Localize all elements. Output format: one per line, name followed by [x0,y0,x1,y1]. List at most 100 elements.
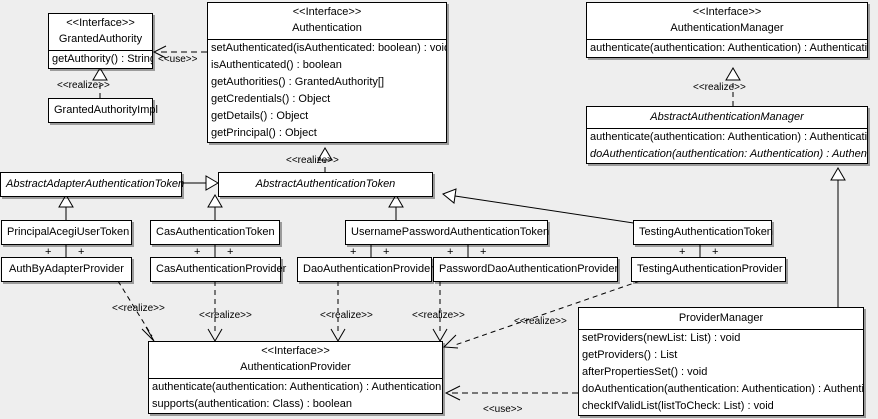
stereotype-label: <<Interface>> [261,345,330,357]
class-cas-authentication-token[interactable]: CasAuthenticationToken [150,220,280,245]
class-members: setProviders(newList: List) : void getPr… [579,330,863,415]
class-members: authenticate(authentication: Authenticat… [587,129,867,163]
class-testing-authentication-provider[interactable]: TestingAuthenticationProvider [631,257,786,282]
member-row: isAuthenticated() : boolean [211,59,342,71]
class-header: CasAuthenticationToken [151,221,279,244]
class-auth-by-adapter-provider[interactable]: AuthByAdapterProvider [1,257,132,282]
class-password-dao-authentication-provider[interactable]: PasswordDaoAuthenticationProvider [433,257,618,282]
class-authentication-manager[interactable]: <<Interface>> AuthenticationManager auth… [586,2,868,58]
class-header: PrincipalAcegiUserToken [2,221,131,244]
class-name: PasswordDaoAuthenticationProvider [439,263,619,275]
class-members: setAuthenticated(isAuthenticated: boolea… [208,40,446,142]
member-row: doAuthentication(authentication: Authent… [590,148,867,160]
member-row: doAuthentication(authentication: Authent… [582,383,863,395]
relationship-label-realize-abstract-token: <<realize>> [286,155,339,166]
class-header: CasAuthenticationProvider [151,258,287,281]
class-name: AuthenticationManager [670,22,784,34]
association-marker: + [447,246,454,258]
class-name: DaoAuthenticationProvider [303,263,434,275]
association-marker: + [350,246,357,258]
member-row: setAuthenticated(isAuthenticated: boolea… [211,42,446,54]
member-row: afterPropertiesSet() : void [582,366,708,378]
member-row: setProviders(newList: List) : void [582,332,741,344]
class-header: TestingAuthenticationProvider [632,258,785,281]
class-dao-authentication-provider[interactable]: DaoAuthenticationProvider [297,257,434,282]
relationship-label-realize-testing-provider: <<realize>> [514,316,567,327]
association-marker: + [78,246,85,258]
class-header: AbstractAdapterAuthenticationToken [1,173,185,196]
association-marker: + [679,246,686,258]
association-marker: + [45,246,52,258]
member-row: getAuthority() : String [52,53,152,65]
relationship-label-realize-password-dao-provider: <<realize>> [412,310,465,321]
relationship-label-realize-abstract-manager: <<realize>> [693,82,746,93]
class-header: <<Interface>> AuthenticationProvider [149,342,442,379]
stereotype-label: <<Interface>> [66,17,135,29]
class-testing-authentication-token[interactable]: TestingAuthenticationToken [633,220,773,245]
class-members: authenticate(authentication: Authenticat… [587,40,867,57]
relationship-label-use-granted-authority: <<use>> [158,54,198,65]
class-header: <<Interface>> GrantedAuthority [49,14,152,51]
class-members: authenticate(authentication: Authenticat… [149,379,442,413]
member-row: getCredentials() : Object [211,93,331,105]
member-row: checkIfValidList(listToCheck: List) : vo… [582,400,774,412]
class-granted-authority-impl[interactable]: GrantedAuthorityImpl [48,98,158,123]
class-header: UsernamePasswordAuthenticationToken [346,221,550,244]
stereotype-label: <<Interface>> [692,6,762,18]
relationship-label-realize-cas-provider: <<realize>> [199,310,252,321]
relationship-label-realize-granted-authority-impl: <<realize>> [57,80,110,91]
class-name: TestingAuthenticationProvider [637,263,783,275]
class-header: GrantedAuthorityImpl [49,99,158,122]
class-header: AuthByAdapterProvider [2,258,131,281]
class-name: AbstractAdapterAuthenticationToken [6,178,185,190]
class-name: AbstractAuthenticationManager [650,111,804,123]
class-header: AbstractAuthenticationManager [587,107,867,129]
class-header: DaoAuthenticationProvider [298,258,434,281]
relationship-label-use-provider-manager: <<use>> [483,404,523,415]
stereotype-label: <<Interface>> [292,6,362,18]
relationship-label-realize-auth-by-adapter: <<realize>> [112,303,165,314]
member-row: getAuthorities() : GrantedAuthority[] [211,76,385,88]
class-name: UsernamePasswordAuthenticationToken [351,226,550,238]
class-principal-acegi-user-token[interactable]: PrincipalAcegiUserToken [1,220,132,245]
class-name: CasAuthenticationToken [156,226,275,238]
class-name: GrantedAuthority [58,33,143,45]
class-name: AbstractAuthenticationToken [255,178,396,190]
class-name: TestingAuthenticationToken [639,226,773,238]
class-abstract-authentication-token[interactable]: AbstractAuthenticationToken [218,172,433,197]
class-name: PrincipalAcegiUserToken [7,226,130,238]
member-row: getPrincipal() : Object [211,127,317,139]
class-authentication-provider[interactable]: <<Interface>> AuthenticationProvider aut… [148,341,443,414]
class-name: GrantedAuthorityImpl [54,104,158,116]
class-granted-authority[interactable]: <<Interface>> GrantedAuthority getAuthor… [48,13,153,69]
class-abstract-adapter-authentication-token[interactable]: AbstractAdapterAuthenticationToken [0,172,185,197]
member-row: authenticate(authentication: Authenticat… [590,131,867,143]
association-marker: + [383,246,390,258]
member-row: authenticate(authentication: Authenticat… [590,42,867,54]
class-name: Authentication [292,22,362,34]
class-header: PasswordDaoAuthenticationProvider [434,258,619,281]
class-authentication[interactable]: <<Interface>> Authentication setAuthenti… [207,2,447,143]
class-header: TestingAuthenticationToken [634,221,773,244]
class-header: ProviderManager [579,308,863,330]
association-marker: + [227,246,234,258]
class-name: AuthenticationProvider [240,361,351,373]
member-row: getProviders() : List [582,349,678,361]
class-header: AbstractAuthenticationToken [219,173,432,196]
class-username-password-authentication-token[interactable]: UsernamePasswordAuthenticationToken [345,220,550,245]
class-provider-manager[interactable]: ProviderManager setProviders(newList: Li… [578,307,864,416]
association-marker: + [712,246,719,258]
relationship-label-realize-dao-provider: <<realize>> [320,310,373,321]
member-row: getDetails() : Object [211,110,309,122]
class-name: CasAuthenticationProvider [156,263,287,275]
member-row: supports(authentication: Class) : boolea… [152,398,352,410]
association-marker: + [480,246,487,258]
class-name: AuthByAdapterProvider [9,263,124,275]
class-members: getAuthority() : String [49,51,152,68]
class-header: <<Interface>> Authentication [208,3,446,40]
association-marker: + [194,246,201,258]
member-row: authenticate(authentication: Authenticat… [152,381,442,393]
class-abstract-authentication-manager[interactable]: AbstractAuthenticationManager authentica… [586,106,868,164]
class-cas-authentication-provider[interactable]: CasAuthenticationProvider [150,257,287,282]
